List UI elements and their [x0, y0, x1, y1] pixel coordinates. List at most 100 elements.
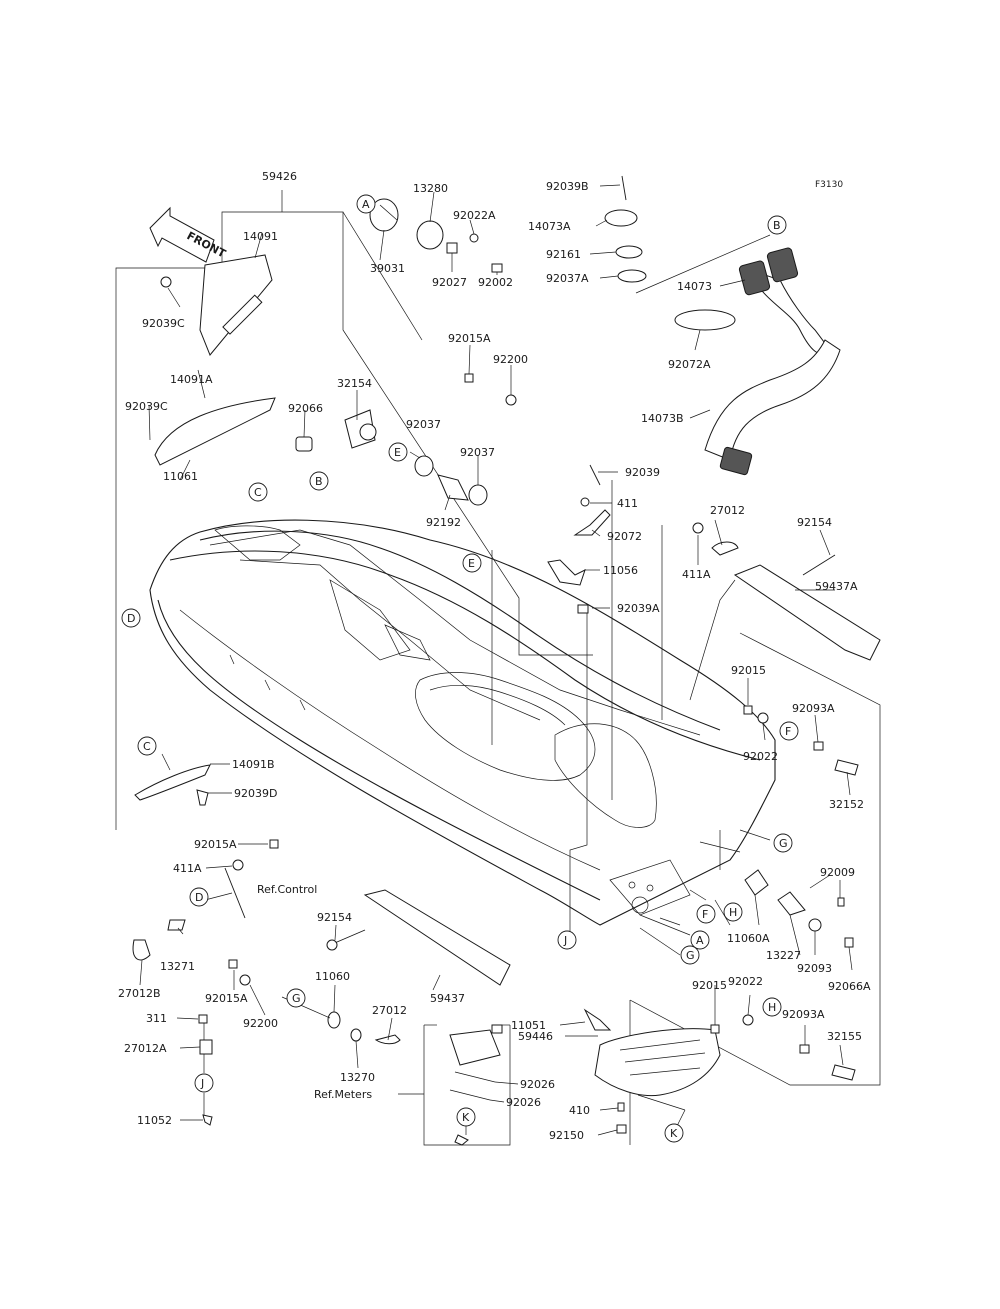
label-32152: 32152	[829, 798, 864, 811]
label-92039D: 92039D	[234, 787, 277, 800]
label-411A-l: 411A	[173, 862, 202, 875]
svg-text:A: A	[696, 934, 704, 947]
label-11060: 11060	[315, 970, 350, 983]
label-92015-br: 92015	[692, 979, 727, 992]
label-27012-top: 27012	[710, 504, 745, 517]
assembly-brackets	[115, 190, 881, 1146]
label-59446: 59446	[518, 1030, 553, 1043]
label-27012-b: 27012	[372, 1004, 407, 1017]
svg-text:G: G	[686, 949, 695, 962]
hull-body	[149, 519, 776, 926]
label-14073B: 14073B	[641, 412, 684, 425]
callout-A-top: A	[356, 194, 376, 214]
svg-text:E: E	[468, 557, 475, 570]
label-11060A: 11060A	[727, 932, 770, 945]
label-92093: 92093	[797, 962, 832, 975]
svg-text:D: D	[127, 612, 135, 625]
svg-text:K: K	[462, 1111, 470, 1124]
label-27012A: 27012A	[124, 1042, 167, 1055]
svg-text:F: F	[702, 908, 708, 921]
label-13227: 13227	[766, 949, 801, 962]
svg-text:J: J	[563, 934, 567, 947]
label-92200-top: 92200	[493, 353, 528, 366]
label-92066A: 92066A	[828, 980, 871, 993]
svg-text:D: D	[195, 891, 203, 904]
label-92072: 92072	[607, 530, 642, 543]
label-59426: 59426	[262, 170, 297, 183]
callout-D-left: D	[121, 608, 141, 628]
callout-F-mid: F	[696, 904, 716, 924]
label-92015-r: 92015	[731, 664, 766, 677]
figure-code: F3130	[815, 180, 843, 190]
label-ref-control: Ref.Control	[257, 883, 317, 896]
svg-text:B: B	[315, 475, 323, 488]
label-13270: 13270	[340, 1071, 375, 1084]
label-92022-br: 92022	[728, 975, 763, 988]
svg-text:K: K	[670, 1127, 678, 1140]
callout-H-lower: H	[762, 997, 782, 1017]
label-411A-top: 411A	[682, 568, 711, 581]
svg-text:J: J	[200, 1077, 204, 1090]
label-92015A-top: 92015A	[448, 332, 491, 345]
callout-C-mid: C	[248, 482, 268, 502]
callout-G-mid: G	[680, 945, 700, 965]
label-92009: 92009	[820, 866, 855, 879]
callout-J-mid: J	[557, 930, 577, 950]
label-92026-a: 92026	[520, 1078, 555, 1091]
callout-G-right: G	[773, 833, 793, 853]
callout-B-mid: B	[309, 471, 329, 491]
label-92022-r: 92022	[743, 750, 778, 763]
svg-text:F: F	[785, 725, 791, 738]
callout-H-mid: H	[723, 902, 743, 922]
label-14091A: 14091A	[170, 373, 213, 386]
label-92039C-mid: 92039C	[125, 400, 168, 413]
label-14073A: 14073A	[528, 220, 571, 233]
label-32154: 32154	[337, 377, 372, 390]
label-27012B: 27012B	[118, 987, 161, 1000]
callout-K-mid: K	[456, 1107, 476, 1127]
parts-shapes	[132, 175, 881, 1146]
callouts: A B C B E D E F C G D H F A J G G H J K …	[121, 194, 799, 1143]
callout-G-left: G	[286, 988, 306, 1008]
label-14091: 14091	[243, 230, 278, 243]
label-92039C-top: 92039C	[142, 317, 185, 330]
label-92037-b: 92037	[460, 446, 495, 459]
label-92039B: 92039B	[546, 180, 589, 193]
label-92039A: 92039A	[617, 602, 660, 615]
label-92037A: 92037A	[546, 272, 589, 285]
label-92015A-l: 92015A	[194, 838, 237, 851]
label-92161: 92161	[546, 248, 581, 261]
label-92037-a: 92037	[406, 418, 441, 431]
callout-K-lower: K	[664, 1123, 684, 1143]
callout-F-right: F	[779, 721, 799, 741]
callout-B-top: B	[767, 215, 787, 235]
svg-text:A: A	[362, 198, 370, 211]
label-410: 410	[569, 1104, 590, 1117]
label-92192: 92192	[426, 516, 461, 529]
svg-text:H: H	[729, 906, 737, 919]
svg-text:H: H	[768, 1001, 776, 1014]
svg-text:E: E	[394, 446, 401, 459]
svg-text:C: C	[254, 486, 262, 499]
label-ref-meters: Ref.Meters	[314, 1088, 372, 1101]
label-92022A: 92022A	[453, 209, 496, 222]
label-59437: 59437	[430, 992, 465, 1005]
label-14073: 14073	[677, 280, 712, 293]
label-92154-l: 92154	[317, 911, 352, 924]
label-411: 411	[617, 497, 638, 510]
callout-A-mid: A	[690, 930, 710, 950]
label-92150: 92150	[549, 1129, 584, 1142]
label-92154-top: 92154	[797, 516, 832, 529]
callout-C-left: C	[137, 736, 157, 756]
svg-text:B: B	[773, 219, 781, 232]
label-92072A: 92072A	[668, 358, 711, 371]
svg-text:G: G	[779, 837, 788, 850]
label-92026-b: 92026	[506, 1096, 541, 1109]
label-92200-b: 92200	[243, 1017, 278, 1030]
callout-D-lower: D	[189, 887, 209, 907]
label-92066: 92066	[288, 402, 323, 415]
callout-E-right: E	[462, 553, 482, 573]
label-13271: 13271	[160, 960, 195, 973]
callout-E-mid: E	[388, 442, 408, 462]
label-92027: 92027	[432, 276, 467, 289]
